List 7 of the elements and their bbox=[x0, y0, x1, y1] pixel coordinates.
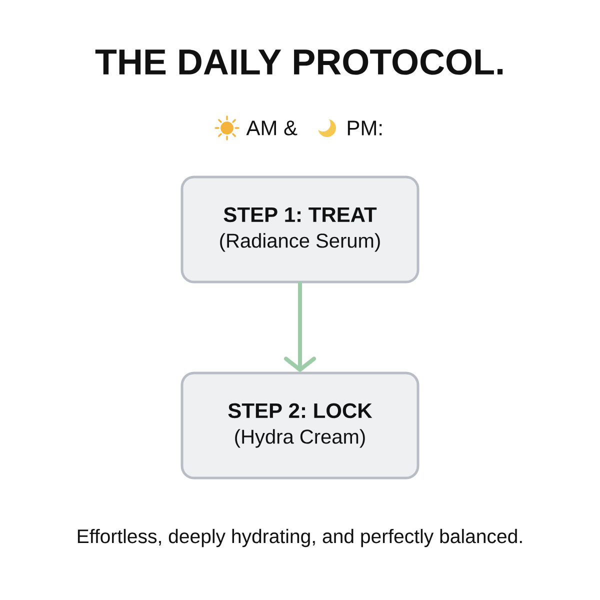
subtitle: PM: bbox=[348, 120, 382, 136]
process-box: STEP 1: TREAT (Radiance Serum) bbox=[180, 176, 420, 284]
title: THE DAILY PROTOCOL. bbox=[95, 49, 503, 75]
arrow bbox=[284, 281, 316, 372]
caption: Effortless, deeply hydrating, and perfectly balanced. bbox=[78, 528, 522, 548]
process-box: STEP 2: LOCK (Hydra Cream) bbox=[180, 372, 420, 480]
subtitle: AM & bbox=[246, 120, 298, 136]
